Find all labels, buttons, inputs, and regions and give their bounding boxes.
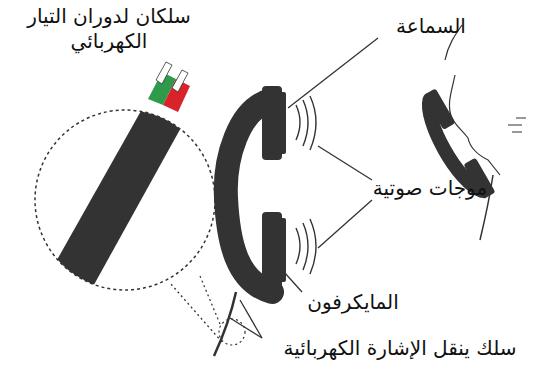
person-on-phone: [416, 25, 526, 240]
part-label: سلك ينقل الإشارة الكهربائية: [252, 336, 548, 361]
sound-waves: [296, 96, 316, 274]
part-label: السماعة: [376, 14, 486, 39]
part-label: موجات صوتية: [360, 176, 500, 201]
part-label: المايكرفون: [288, 290, 418, 315]
telephone-handset: [214, 86, 286, 356]
caption-label: سلكان لدوران التيار الكهربائي: [4, 4, 214, 54]
magnified-cable: [35, 62, 215, 310]
zoom-marker: [170, 276, 245, 345]
